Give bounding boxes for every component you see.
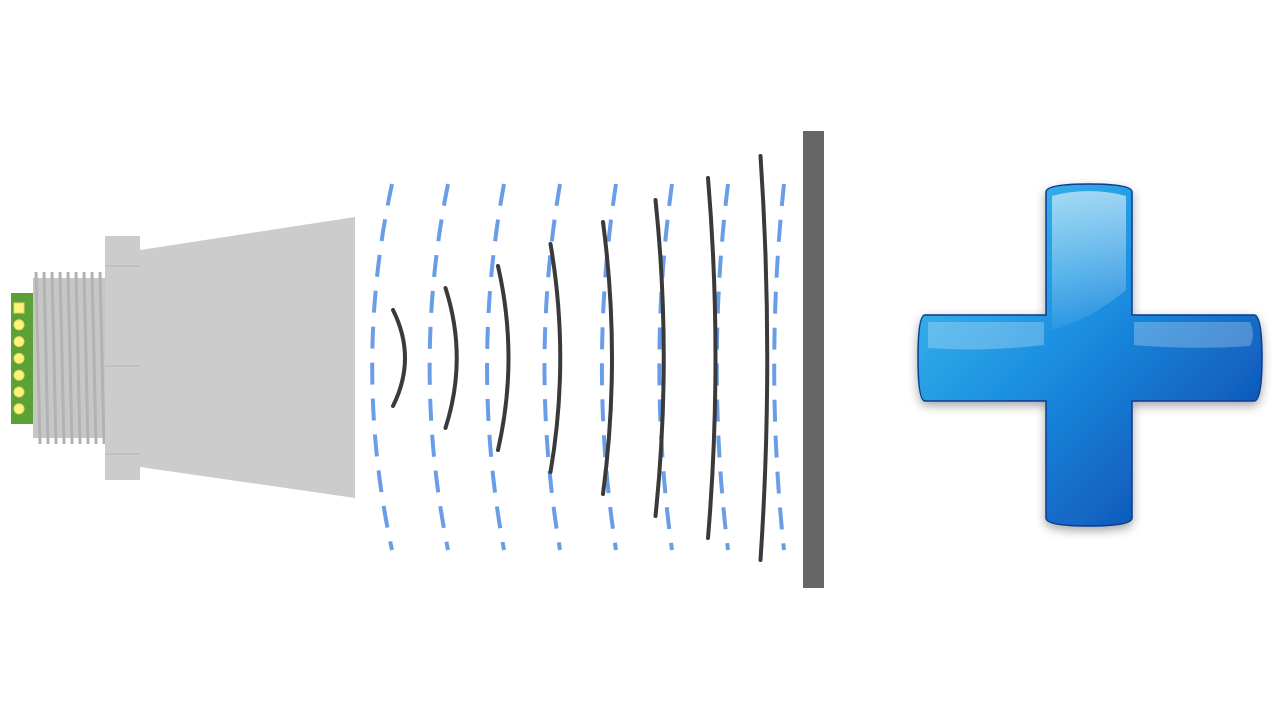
echo-wave — [496, 264, 511, 452]
sensor-thread — [33, 271, 106, 445]
pcb-pin — [13, 352, 25, 364]
outgoing-wave — [772, 183, 786, 551]
sensor-horn — [140, 217, 355, 498]
outgoing-wave — [542, 183, 562, 551]
outgoing-wave — [427, 183, 450, 551]
echo-wave — [653, 198, 666, 518]
outgoing-wave — [599, 183, 618, 551]
echo-wave — [391, 308, 407, 408]
pcb-pin — [13, 302, 25, 314]
echo-wave — [601, 220, 614, 496]
pcb-pin — [13, 319, 25, 331]
outgoing-wave — [370, 183, 394, 551]
reflector-wall — [803, 131, 824, 588]
ultrasonic-sensor — [11, 217, 355, 498]
pcb-pin — [13, 386, 25, 398]
outgoing-wave — [714, 183, 730, 551]
pcb-pin — [13, 403, 25, 415]
sensor-collar — [105, 236, 140, 480]
outgoing-wave — [485, 183, 506, 551]
echo-wave — [706, 176, 718, 540]
pcb-pin — [13, 369, 25, 381]
sensor-pins — [13, 302, 25, 415]
outgoing-wave — [657, 183, 674, 551]
sound-waves — [370, 154, 786, 562]
pcb-pin — [13, 336, 25, 348]
echo-wave — [758, 154, 770, 562]
plus-icon — [917, 183, 1263, 527]
echo-wave — [548, 242, 563, 474]
echo-wave — [443, 286, 459, 430]
